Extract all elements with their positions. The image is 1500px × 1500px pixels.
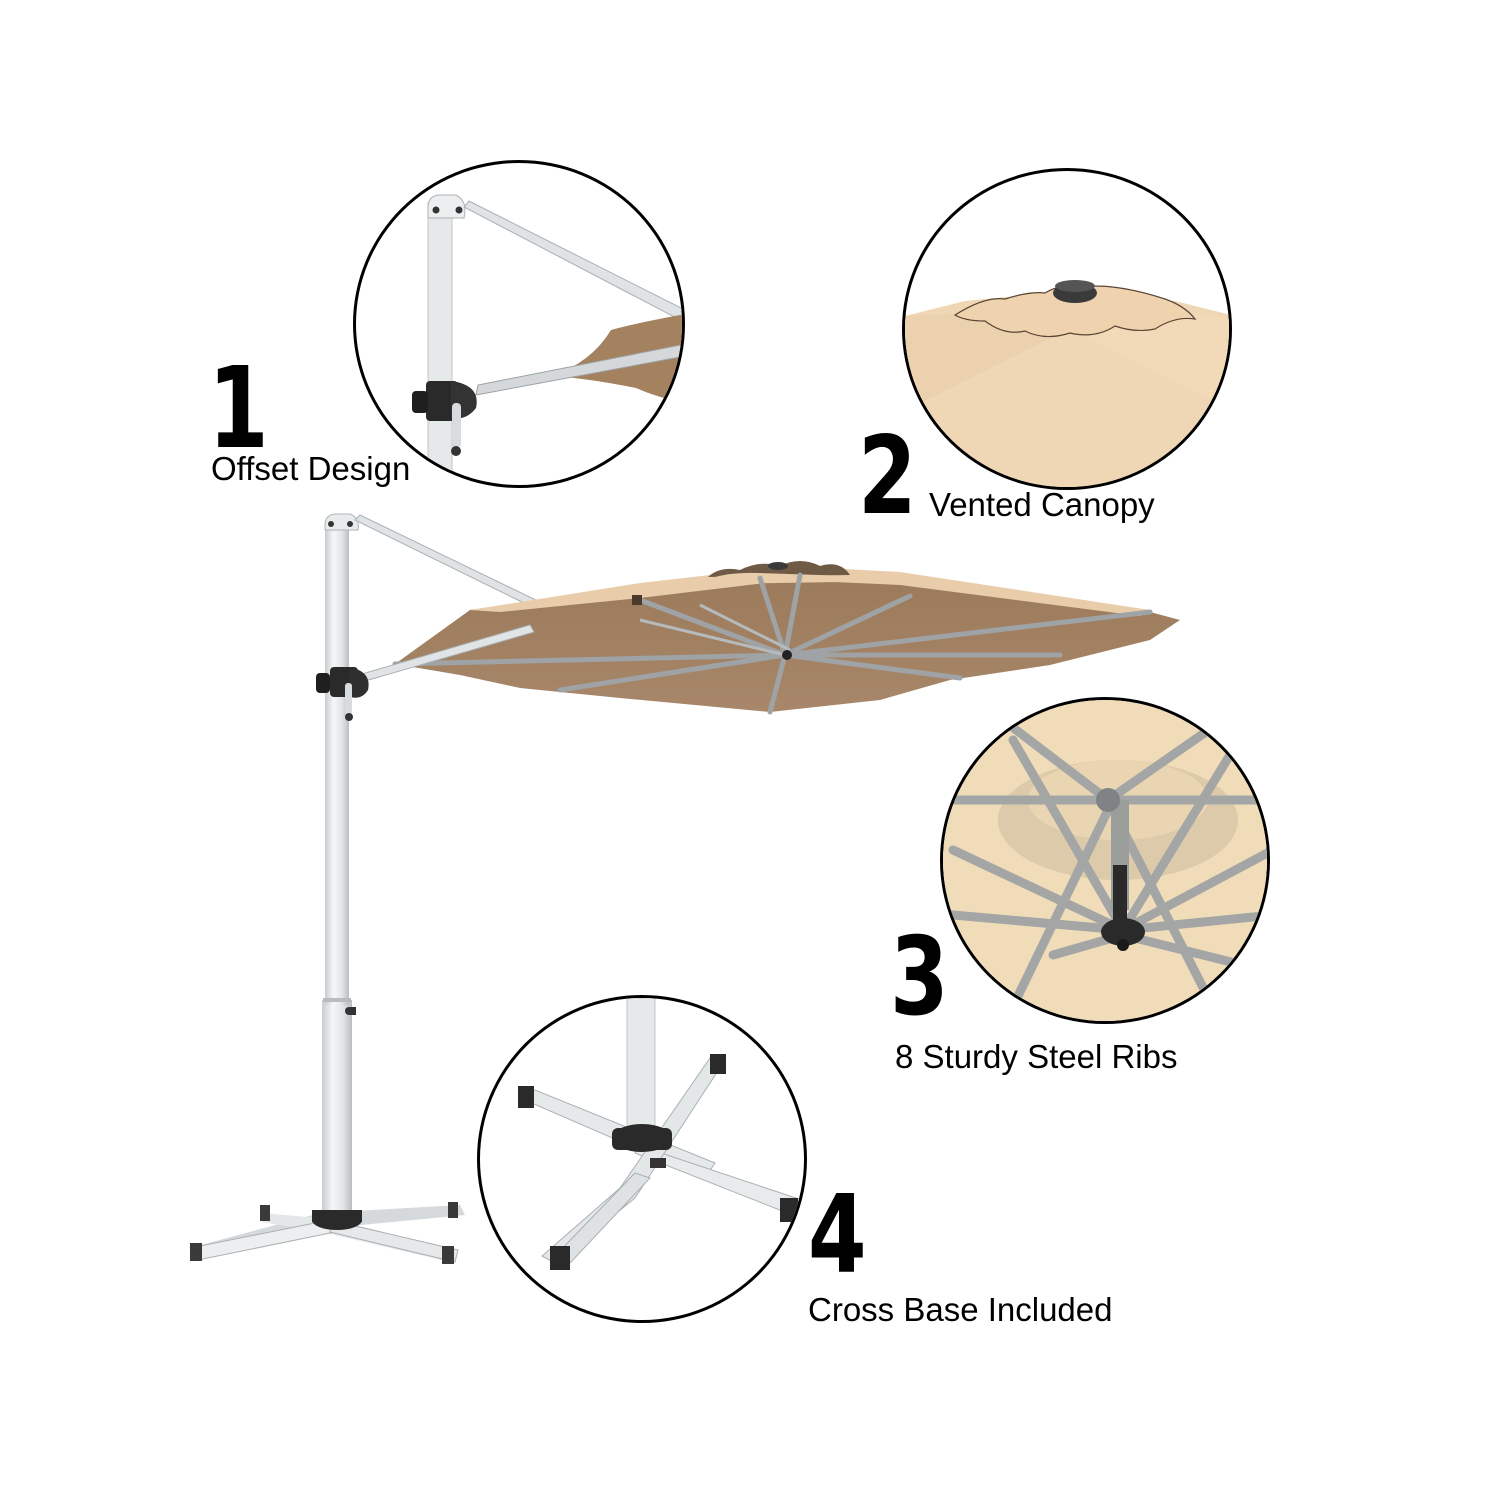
- detail-circle-offset-design: [353, 160, 685, 488]
- detail-circle-vented-canopy: [902, 168, 1232, 490]
- steel-ribs-detail-illustration: [943, 700, 1267, 1021]
- detail-circle-cross-base: [477, 995, 807, 1323]
- feature-caption-vented-canopy: Vented Canopy: [929, 486, 1155, 523]
- feature-caption-steel-ribs: 8 Sturdy Steel Ribs: [895, 1038, 1178, 1075]
- feature-number-2: 2: [858, 414, 917, 539]
- detail-circle-steel-ribs: [940, 697, 1270, 1024]
- feature-number-4: 4: [808, 1173, 867, 1298]
- feature-number-3: 3: [890, 915, 949, 1040]
- feature-caption-cross-base: Cross Base Included: [808, 1291, 1113, 1328]
- vented-canopy-detail-illustration: [905, 280, 1229, 487]
- feature-number-1: 1: [208, 344, 269, 474]
- cross-base-detail-illustration: [518, 998, 803, 1270]
- feature-caption-offset-design: Offset Design: [211, 450, 411, 487]
- offset-arm-detail-illustration: [412, 194, 682, 485]
